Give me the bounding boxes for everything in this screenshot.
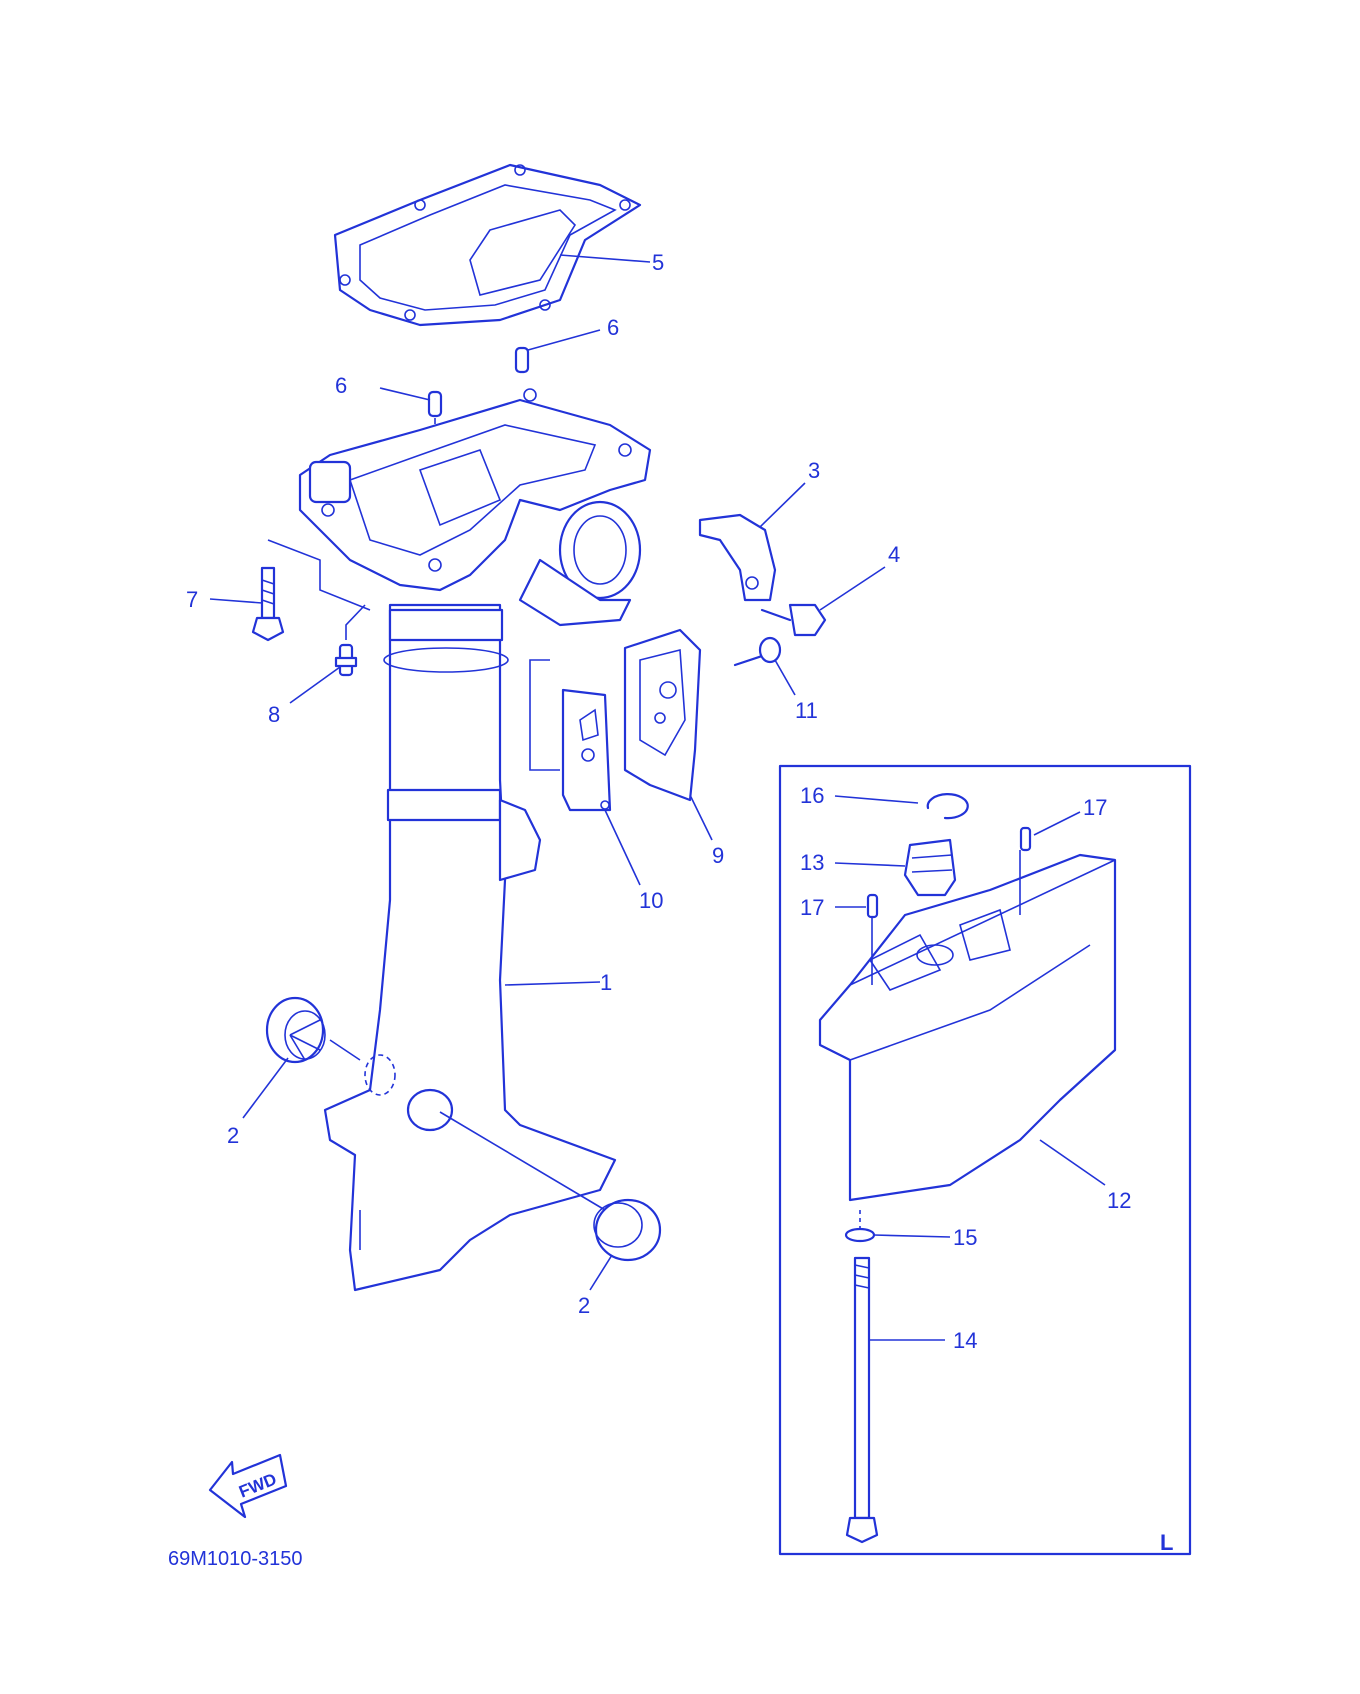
callout-6: 6	[607, 315, 619, 340]
callout-17: 17	[800, 895, 824, 920]
part-upper-casing	[298, 388, 652, 627]
part-plug-lower	[593, 1198, 662, 1262]
part-screw-4	[760, 603, 827, 637]
leader-lines	[209, 254, 886, 1291]
callout-17: 17	[1083, 795, 1107, 820]
callout-10: 10	[639, 888, 663, 913]
callout-16: 16	[800, 783, 824, 808]
callout-3: 3	[808, 458, 820, 483]
callout-11: 11	[795, 698, 818, 723]
part-gasket	[333, 163, 642, 327]
diagram-code: 69M1010-3150	[168, 1548, 303, 1570]
inset-letter: L	[1160, 1530, 1173, 1555]
callout-labels: 1 2 2 3 4 5 6 6 7 8 9 10 11 12 13 14 15 …	[186, 250, 1131, 1353]
part-fitting-8	[334, 604, 366, 677]
part-plug-upper	[265, 996, 326, 1064]
fwd-arrow-icon	[208, 1453, 288, 1519]
callout-2: 2	[227, 1123, 239, 1148]
callout-6: 6	[335, 373, 347, 398]
callout-9: 9	[712, 843, 724, 868]
callout-1: 1	[600, 970, 612, 995]
callout-8: 8	[268, 702, 280, 727]
callout-12: 12	[1107, 1188, 1131, 1213]
callout-13: 13	[800, 850, 824, 875]
part-driveshaft-housing	[323, 603, 617, 1292]
callout-7: 7	[186, 587, 198, 612]
part-screw-11	[733, 636, 782, 667]
callout-15: 15	[953, 1225, 977, 1250]
part-clamp-bracket	[698, 513, 777, 602]
inset-box	[778, 764, 1192, 1556]
callout-5: 5	[652, 250, 664, 275]
part-plate-10	[529, 659, 612, 812]
callout-14: 14	[953, 1328, 977, 1353]
part-cover-9	[623, 628, 702, 802]
callout-4: 4	[888, 542, 900, 567]
callout-2: 2	[578, 1293, 590, 1318]
part-bolt-7	[251, 539, 371, 642]
